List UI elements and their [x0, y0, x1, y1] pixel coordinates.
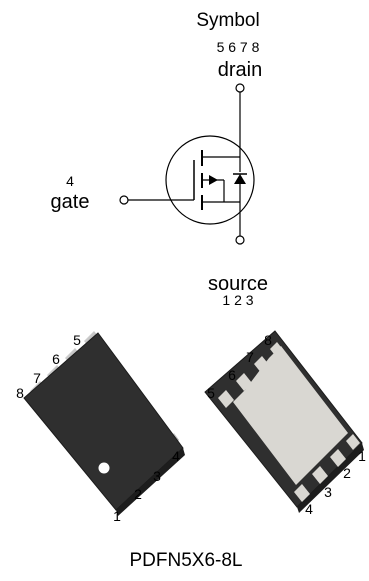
top-pin-5-label: 5 [73, 332, 81, 348]
pad-1 [346, 434, 360, 450]
gate-label: gate [51, 191, 90, 213]
source-terminal [235, 235, 245, 245]
bottom-pin-8-label: 8 [264, 332, 272, 348]
source-pin-numbers: 1 2 3 [222, 292, 253, 308]
top-pin-8-label: 8 [16, 385, 24, 401]
body-arrow [209, 175, 218, 185]
drain-pin-numbers: 5 6 7 8 [217, 39, 260, 55]
source-label: source [208, 273, 268, 295]
bottom-pin-1-label: 1 [358, 448, 366, 464]
package-bottom-view: 5 6 7 8 4 3 2 1 [204, 330, 366, 517]
pad-3 [312, 466, 328, 484]
bottom-pin-7-label: 7 [246, 349, 254, 365]
pad-2 [330, 449, 346, 467]
bottom-pin-4-label: 4 [305, 501, 313, 517]
mosfet-symbol: Symbol 5 6 7 8 drain 4 gate [51, 10, 268, 308]
pad-4 [294, 484, 310, 502]
top-pin-6-label: 6 [52, 351, 60, 367]
gate-terminal [119, 195, 129, 205]
bottom-pin-6-label: 6 [228, 367, 236, 383]
drain-terminal [235, 83, 245, 93]
pad-8 [270, 342, 284, 358]
bottom-pin-5-label: 5 [207, 385, 215, 401]
package-body-edge [116, 448, 185, 516]
body-diode [234, 174, 246, 184]
symbol-title: Symbol [196, 10, 259, 31]
top-pin-2-label: 2 [134, 486, 142, 502]
pad-5 [218, 390, 234, 408]
transistor-outline [165, 135, 255, 225]
pad-6 [236, 373, 252, 391]
exposed-pad [233, 346, 348, 485]
gate-pin-number: 4 [66, 173, 74, 189]
top-pin-4-label: 4 [172, 448, 180, 464]
package-top-view: 8 7 6 5 1 2 3 4 [16, 331, 185, 524]
package-body-bottom-edge [297, 443, 364, 513]
top-pin-1-label: 1 [113, 508, 121, 524]
bottom-pin-2-label: 2 [343, 465, 351, 481]
bottom-pin-3-label: 3 [324, 484, 332, 500]
pin1-marker [98, 462, 110, 474]
top-pin-3-label: 3 [153, 468, 161, 484]
drain-label: drain [218, 59, 262, 81]
pad-7 [254, 356, 270, 374]
top-pin-7-label: 7 [33, 370, 41, 386]
package-name: PDFN5X6-8L [130, 550, 243, 571]
